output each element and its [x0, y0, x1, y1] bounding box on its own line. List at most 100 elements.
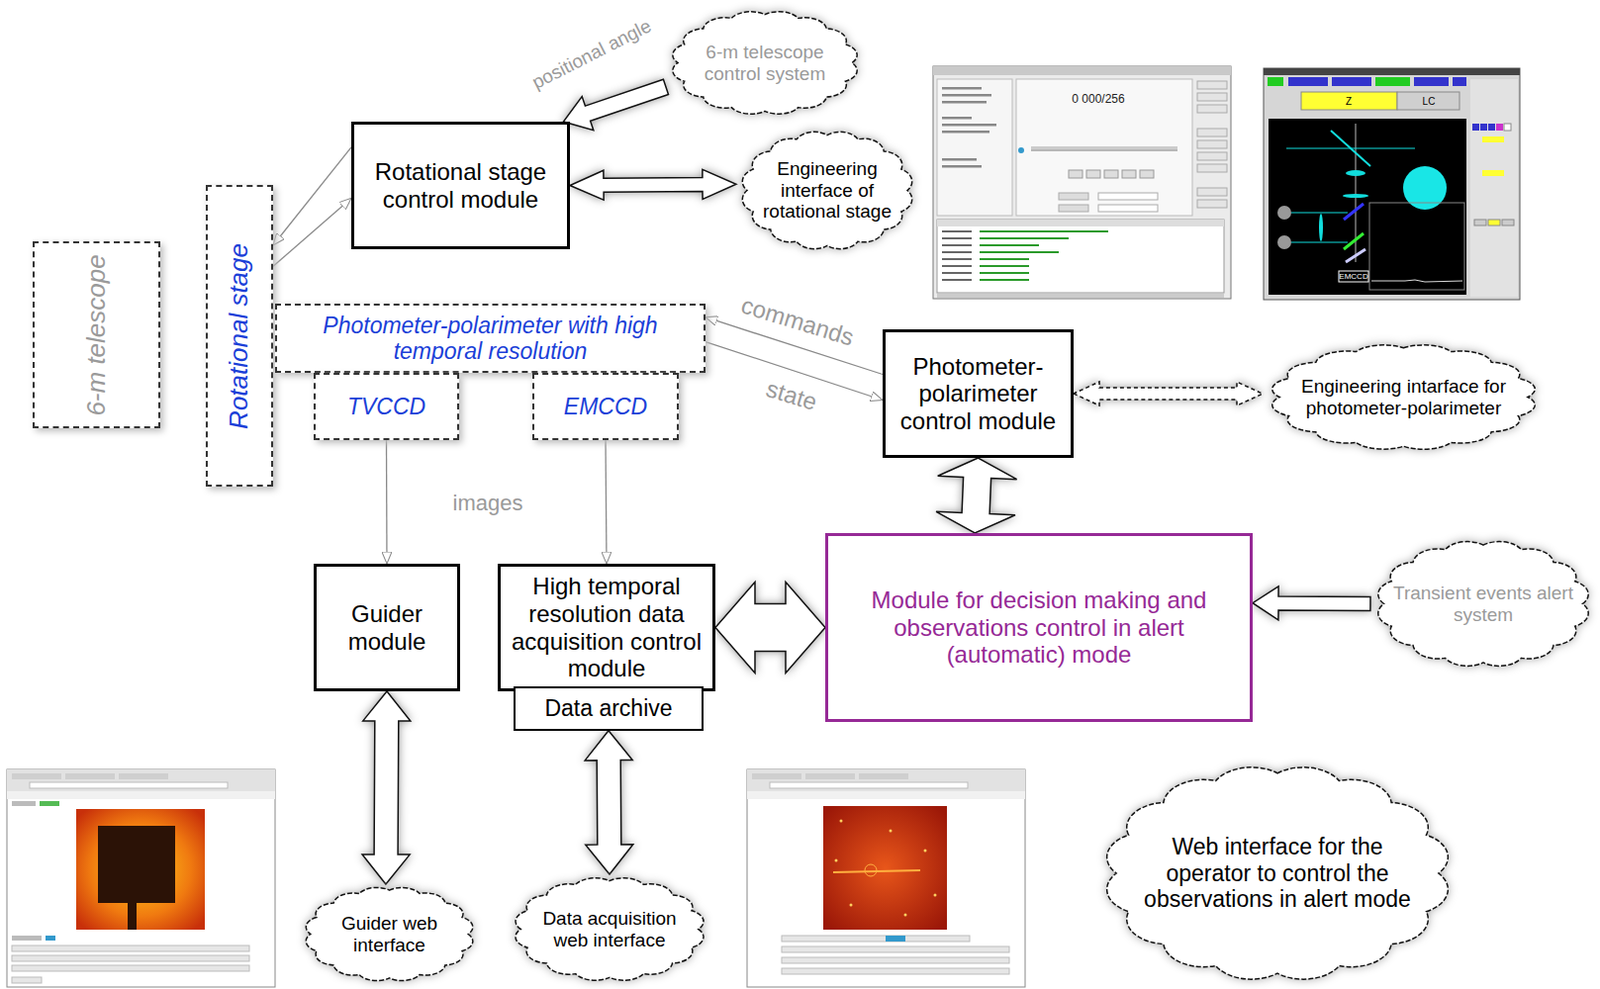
- screenshot-detail: [1197, 128, 1227, 137]
- screenshot-detail: [941, 123, 997, 127]
- cloud-path: [672, 11, 857, 114]
- screenshot-detail: [934, 894, 938, 898]
- screenshot-detail: [781, 957, 1010, 964]
- screenshot-detail: [941, 258, 972, 261]
- node-text: Web interface for the operator to contro…: [1130, 834, 1424, 913]
- stage-box: Rotational stage: [205, 185, 274, 487]
- block-arrow: [936, 458, 1018, 534]
- block-arrow: [563, 79, 668, 130]
- screenshot-detail: [1031, 146, 1178, 150]
- screenshot-detail: [1018, 147, 1025, 154]
- edge-label: state: [759, 374, 824, 418]
- screenshot-detail: [1488, 219, 1501, 226]
- edge-label: commands: [734, 289, 859, 353]
- screenshot-detail: [1345, 249, 1366, 263]
- screenshot-detail: [1197, 188, 1227, 196]
- screenshot-detail: [835, 859, 839, 863]
- screenshot-detail: [937, 293, 1224, 298]
- screenshot-detail: [1058, 204, 1089, 212]
- screenshot-detail: [1122, 170, 1136, 179]
- interface-cloud: Data acquisition web interface: [508, 874, 711, 985]
- screenshot-detail: [979, 272, 1030, 275]
- text-area: High temporal resolution data acquisitio…: [508, 571, 705, 684]
- screenshot-detail: [1139, 170, 1154, 179]
- module-box: Photometer-polarimeter control module: [882, 329, 1074, 459]
- screenshot-detail: [11, 955, 250, 962]
- screenshot-detail: [937, 219, 1224, 227]
- screenshot-detail: [1268, 118, 1467, 295]
- screenshot-detail: [941, 116, 972, 120]
- cloud-path: [1272, 345, 1536, 450]
- screenshot-detail: [1342, 193, 1369, 198]
- optical-scheme-screenshot: [1263, 68, 1520, 300]
- node-text: Photometer-polarimeter control module: [893, 353, 1063, 436]
- screenshot-detail: [6, 769, 276, 988]
- screenshot-detail: [904, 914, 908, 918]
- screenshot-detail: [1267, 77, 1284, 87]
- block-arrow: [1252, 586, 1371, 621]
- screenshot-detail: [45, 936, 56, 942]
- screenshot-detail: [1016, 79, 1193, 216]
- screenshot-detail: [933, 66, 1231, 76]
- screenshot-detail: [1104, 170, 1119, 179]
- text-area: Guider web interface: [317, 900, 462, 969]
- screenshot-detail: [1277, 235, 1292, 250]
- screenshot-detail: [1197, 164, 1227, 173]
- screenshot-detail: [1031, 150, 1178, 152]
- screenshot-detail: [1197, 199, 1227, 208]
- screenshot-detail: [1482, 170, 1505, 177]
- text-area: 6-m telescope control system: [685, 25, 845, 101]
- screenshot-detail: [979, 237, 1069, 240]
- interface-cloud: Guider web interface: [299, 884, 479, 985]
- block-arrow: [569, 169, 737, 200]
- screenshot-detail: [1197, 152, 1227, 161]
- screenshot-detail: [1472, 123, 1480, 131]
- screenshot-detail: [11, 965, 250, 972]
- screenshot-detail: [1345, 170, 1366, 177]
- screenshot-detail: [1504, 123, 1511, 131]
- text-area: Data archive: [523, 693, 694, 724]
- screenshot-detail: [1197, 104, 1227, 113]
- screenshot-detail: [885, 936, 906, 942]
- screenshot-detail: [781, 968, 1010, 975]
- screenshot-detail: [979, 265, 1030, 268]
- screenshot-detail: [1496, 123, 1504, 131]
- screenshot-detail: [6, 769, 276, 792]
- node-text: EMCCD: [564, 393, 648, 420]
- archive-box: Data archive: [513, 686, 704, 731]
- screenshot-detail: [1098, 192, 1158, 200]
- screenshot-detail: [1331, 77, 1372, 87]
- screenshot-detail: [1371, 280, 1463, 283]
- text-area: TVCCD: [323, 379, 450, 434]
- block-arrow: [584, 731, 634, 875]
- screenshot-detail: [805, 773, 855, 780]
- screenshot-detail: [933, 66, 1231, 299]
- node-text: Photometer-polarimeter with high tempora…: [284, 312, 696, 366]
- screenshot-detail: [747, 769, 1026, 988]
- screenshot-detail: [11, 773, 62, 780]
- module-box: Rotational stage control module: [351, 121, 570, 250]
- interface-cloud: Engineering interface of rotational stag…: [736, 127, 919, 254]
- node-text: Guider web interface: [317, 913, 462, 957]
- cloud-path: [305, 887, 473, 981]
- screenshot-detail: [781, 936, 970, 942]
- screenshot-detail: [979, 251, 1059, 254]
- instrument-box: Photometer-polarimeter with high tempora…: [275, 303, 706, 375]
- screenshot-detail: [1086, 170, 1101, 179]
- screenshot-detail: [979, 279, 1030, 282]
- screenshot-detail: [1397, 92, 1460, 110]
- screenshot-detail: [11, 977, 42, 984]
- screenshot-detail: [1058, 192, 1089, 200]
- screenshot-detail: [1482, 136, 1505, 143]
- screenshot-detail: [941, 130, 990, 134]
- screenshot-detail: [849, 904, 853, 908]
- screenshot-detail: [1197, 93, 1227, 101]
- screenshot-detail: [941, 230, 972, 233]
- detector-box: TVCCD: [313, 373, 460, 441]
- screenshot-detail: [941, 87, 982, 91]
- screenshot-detail: [11, 801, 36, 807]
- node-text: TVCCD: [347, 393, 426, 420]
- node-text: Rotational stage: [224, 243, 255, 430]
- screenshot-detail: [1318, 213, 1323, 242]
- text-area: 6-m telescope: [42, 248, 151, 422]
